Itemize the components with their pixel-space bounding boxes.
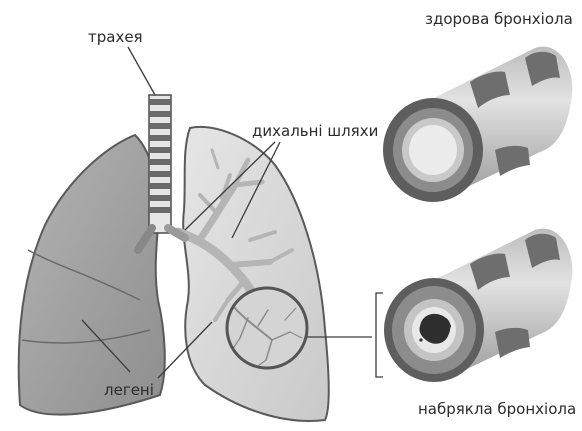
- swollen-bronchiole-label: набрякла бронхіола: [418, 402, 576, 417]
- healthy-bronchiole: [383, 47, 572, 202]
- airways-label: дихальні шляхи: [252, 124, 378, 139]
- magnifier-circle: [227, 288, 307, 368]
- swollen-bronchiole: [384, 229, 572, 382]
- left-lung: [19, 135, 165, 415]
- lungs-label: легені: [104, 383, 154, 398]
- right-lung: [178, 127, 329, 421]
- healthy-bronchiole-label: здорова бронхіола: [425, 12, 573, 27]
- trachea-label: трахея: [88, 30, 143, 45]
